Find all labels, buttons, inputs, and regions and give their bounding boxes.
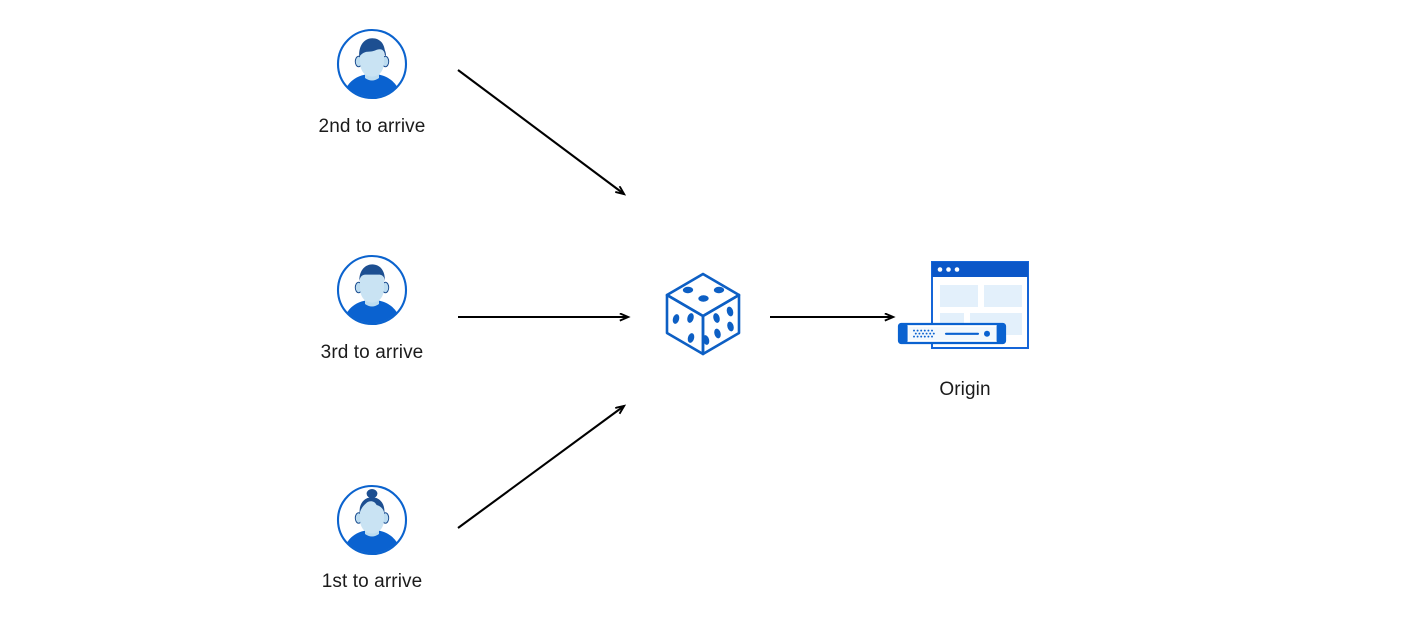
node-origin-server: Origin — [896, 258, 1036, 400]
user-avatar-female-bun-icon — [336, 484, 408, 561]
node-client-3rd: 3rd to arrive — [321, 254, 423, 363]
user-avatar-male-short-hair-icon — [336, 254, 408, 331]
node-client-1st: 1st to arrive — [322, 484, 422, 592]
dice-cube-icon — [660, 268, 746, 365]
node-client-2nd: 2nd to arrive — [319, 28, 425, 137]
origin-label: Origin — [939, 379, 991, 400]
arrow-1st-to-dice — [457, 406, 624, 529]
client-3rd-label: 3rd to arrive — [320, 342, 424, 363]
client-1st-label: 1st to arrive — [321, 571, 423, 592]
user-avatar-male-short-hair-icon — [336, 28, 408, 105]
browser-window-with-server-icon — [896, 258, 1036, 373]
client-2nd-label: 2nd to arrive — [318, 116, 426, 137]
node-randomizer — [660, 268, 746, 365]
server-device-icon — [897, 322, 1007, 345]
